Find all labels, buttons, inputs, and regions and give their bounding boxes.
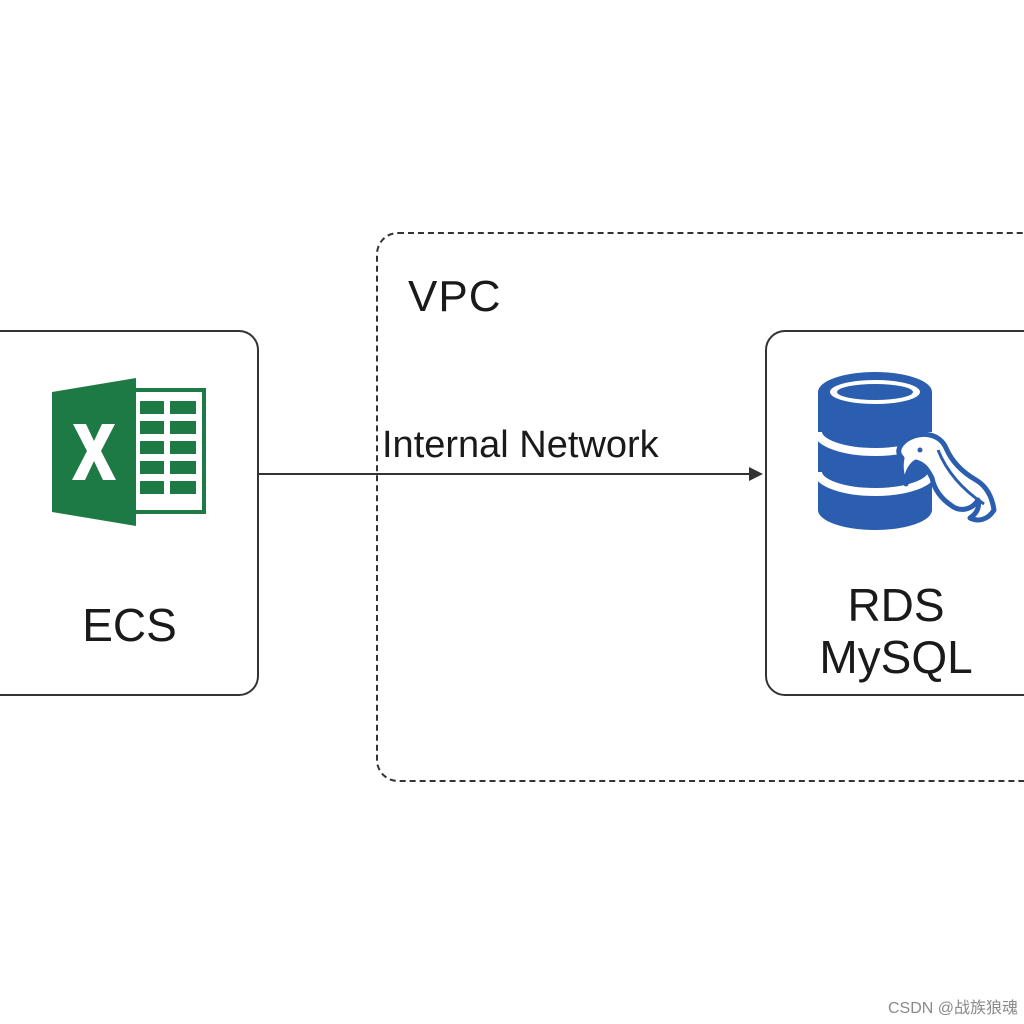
rds-label: RDS MySQL [800, 579, 992, 683]
mysql-database-icon [814, 372, 997, 530]
excel-icon [52, 378, 206, 526]
watermark-text: CSDN @战族狼魂 [887, 1000, 1018, 1017]
vpc-boundary [376, 232, 1024, 782]
vpc-label: VPC [408, 272, 502, 321]
ecs-label: ECS [82, 599, 177, 651]
rds-label-line2: MySQL [819, 630, 973, 683]
rds-label-line1: RDS [847, 579, 945, 631]
edge-label: Internal Network [382, 424, 659, 466]
